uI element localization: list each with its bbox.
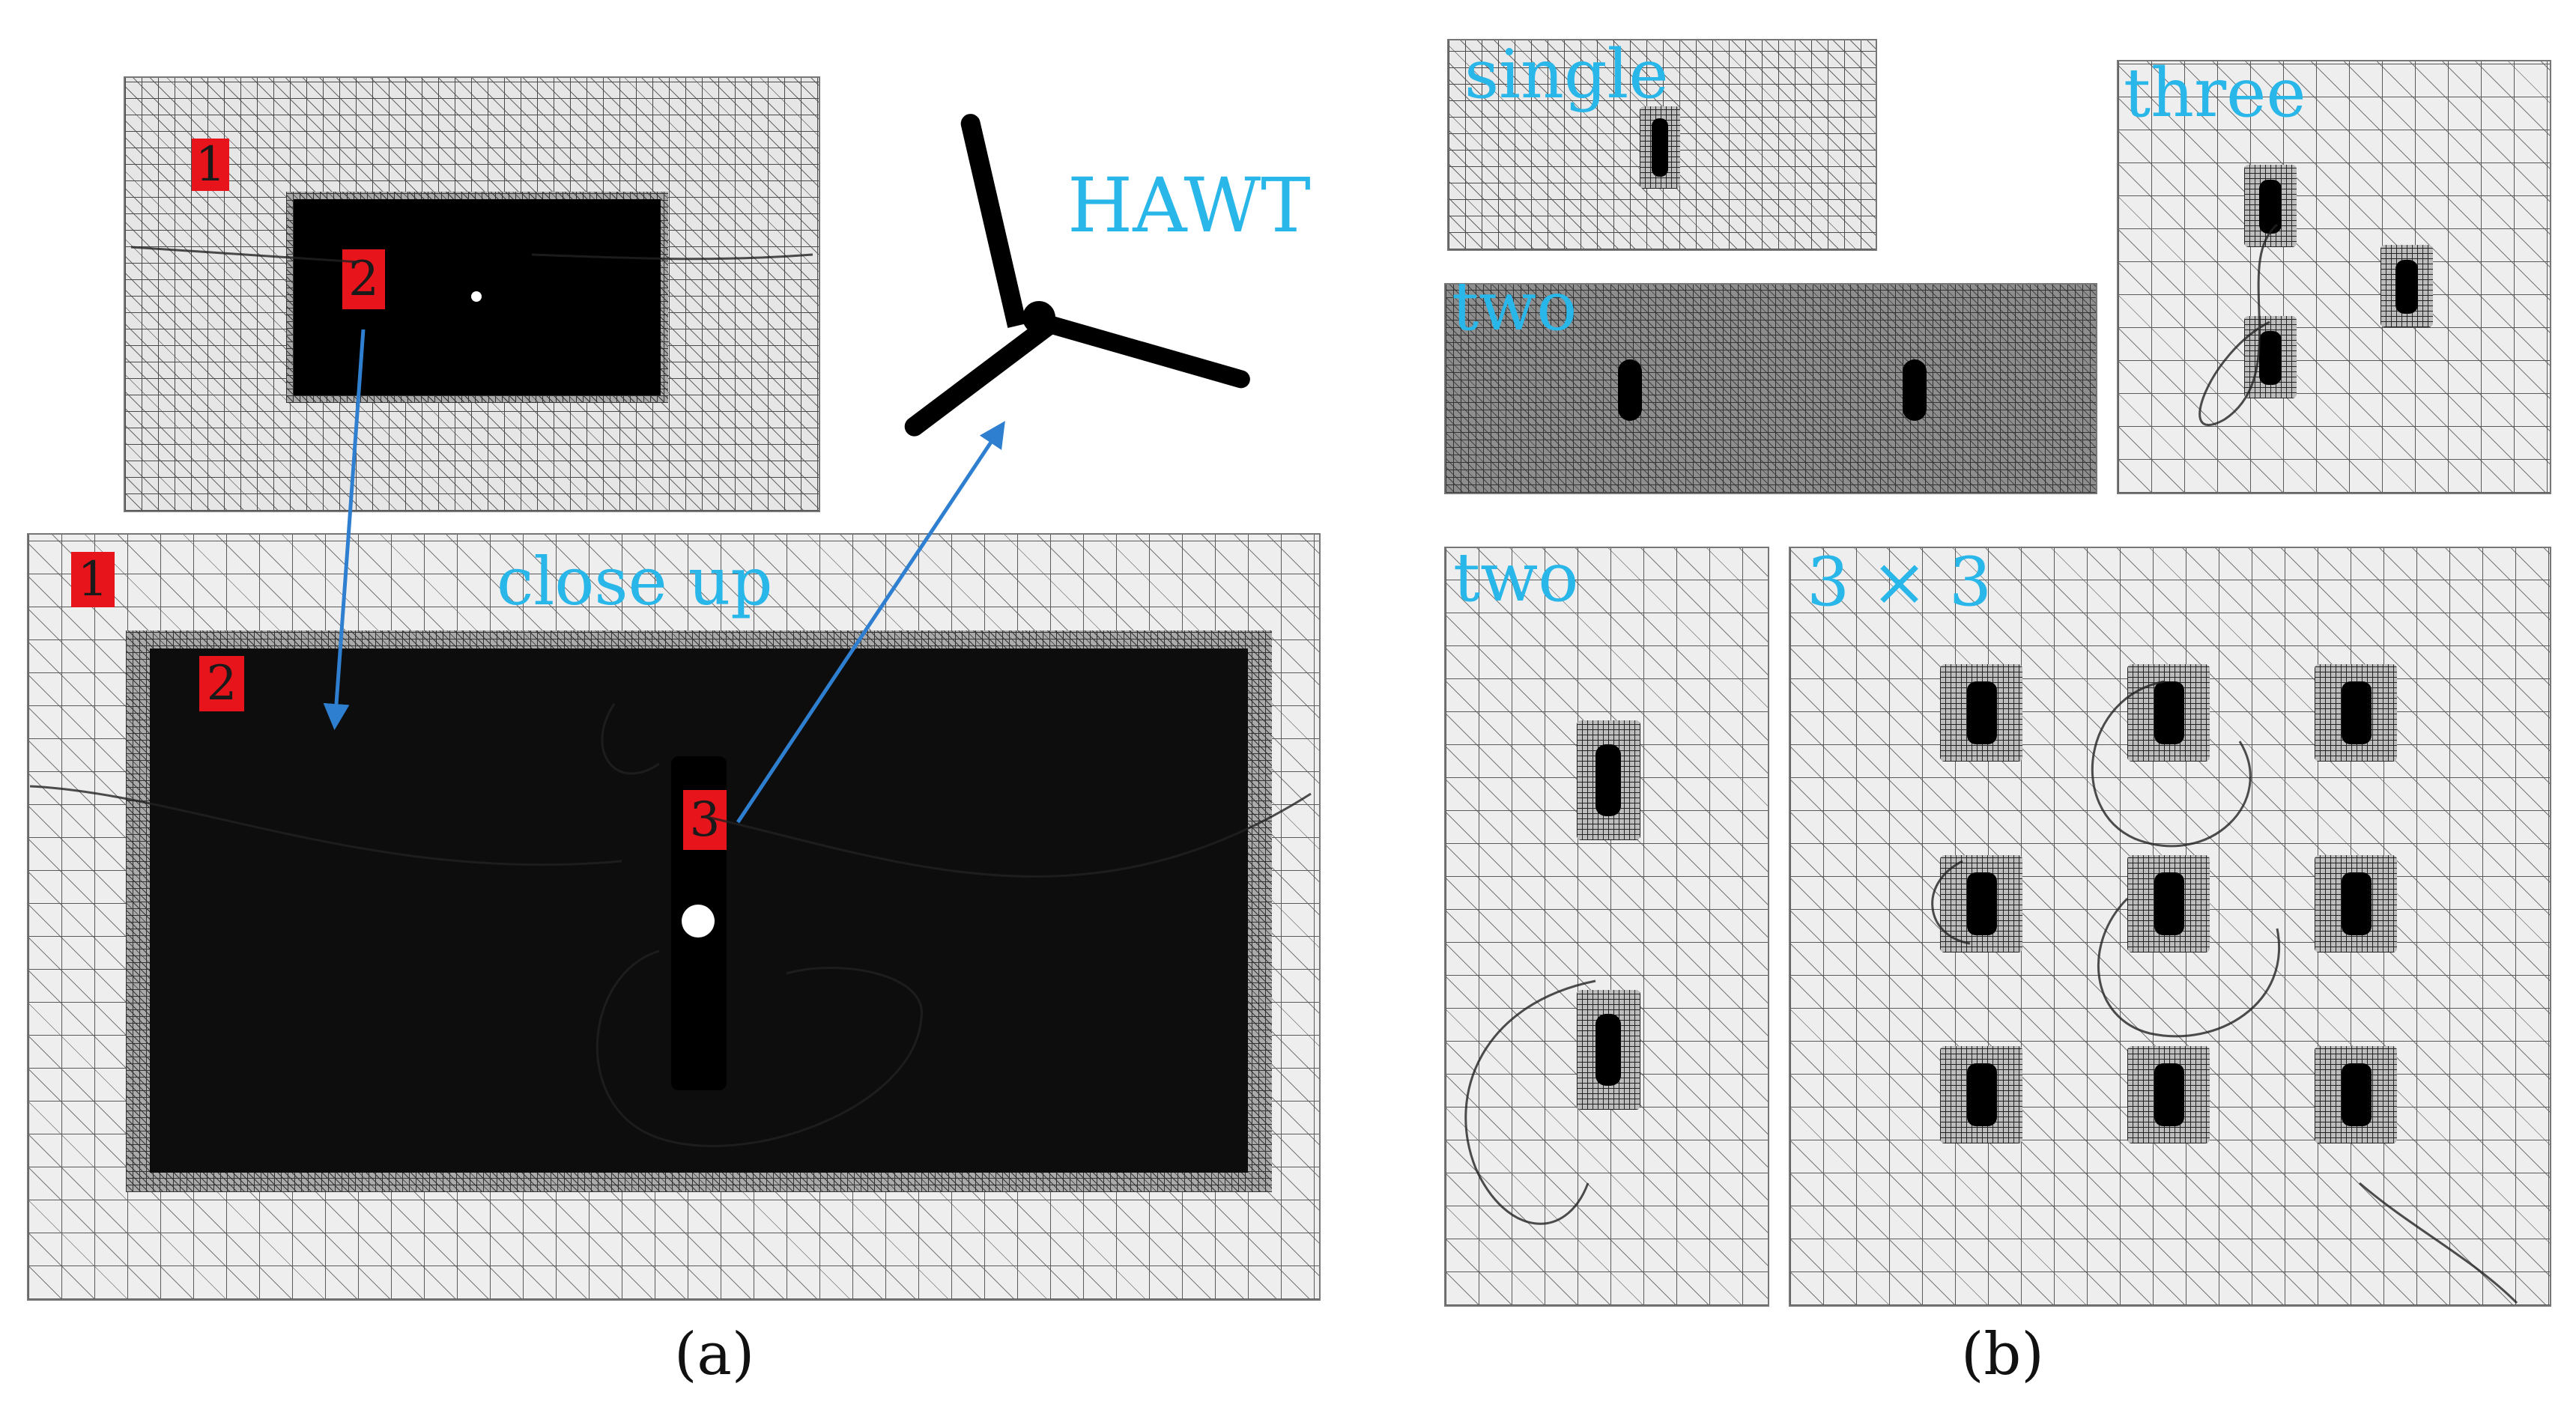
- three-turbine-2: [2259, 331, 2282, 385]
- turbine-hub: [1022, 301, 1055, 334]
- grid-turbine-r2c3: [2342, 872, 2372, 935]
- label-single: single: [1464, 35, 1669, 114]
- grid-turbine-r3c3: [2342, 1063, 2372, 1126]
- grid-turbine-r3c2: [2154, 1063, 2184, 1126]
- two-tall-turbine-2: [1595, 1014, 1621, 1086]
- three-turbine-3: [2395, 260, 2418, 314]
- top-mesh-zone2-tag: 2: [342, 249, 385, 309]
- mesh-3x3: [1789, 547, 2551, 1307]
- top-mesh-turbine-dot: [471, 291, 482, 302]
- close-up-label: close up: [497, 543, 773, 620]
- contour-3x3-4: [2359, 1182, 2518, 1304]
- grid-turbine-r3c1: [1967, 1063, 1997, 1126]
- two-tall-turbine-cluster-1: [1577, 720, 1640, 840]
- label-three: three: [2124, 54, 2306, 133]
- contour-3x3-1: [2091, 680, 2252, 848]
- caption-a: (a): [674, 1321, 755, 1388]
- mesh-two-tall: [1444, 547, 1769, 1307]
- grid-turbine-r2c2: [2154, 872, 2184, 935]
- mesh-three: [2117, 60, 2551, 494]
- two-wide-turbine-1: [1618, 359, 1642, 421]
- grid-turbine-r1c2: [2154, 681, 2184, 744]
- label-two-bottom: two: [1453, 538, 1579, 617]
- arrow-zone2-to-close-up: [323, 329, 366, 730]
- close-up-zone2-tag: 2: [199, 656, 244, 711]
- grid-turbine-cluster-r1c1: [1940, 664, 2022, 762]
- contour-top-mesh: [130, 246, 813, 264]
- caption-b: (b): [1961, 1321, 2044, 1388]
- two-wide-turbine-2: [1903, 359, 1927, 421]
- contour-3x3-3: [2097, 897, 2280, 1038]
- close-up-zone1-tag: 1: [71, 552, 115, 607]
- contour-close-up-3: [601, 703, 660, 775]
- hawt-label: HAWT: [1067, 162, 1311, 249]
- three-turbine-1: [2259, 180, 2282, 234]
- close-up-turbine-dot: [682, 905, 715, 938]
- mesh-single: [1447, 39, 1877, 251]
- label-two-top: two: [1452, 267, 1578, 346]
- grid-turbine-r2c1: [1967, 872, 1997, 935]
- two-tall-turbine-cluster-2: [1577, 990, 1640, 1110]
- contour-close-up-2: [595, 950, 923, 1147]
- grid-turbine-cluster-r3c1: [1940, 1046, 2022, 1143]
- single-turbine: [1652, 118, 1668, 177]
- contour-three: [2198, 223, 2278, 426]
- contour-3x3-2: [1931, 860, 1971, 945]
- grid-turbine-r1c3: [2342, 681, 2372, 744]
- grid-turbine-r1c1: [1967, 681, 1997, 744]
- top-mesh-zone1-tag: 1: [192, 139, 229, 191]
- mesh-two-wide: [1444, 283, 2097, 494]
- contour-close-up-1: [29, 785, 1312, 878]
- label-3x3: 3 × 3: [1807, 543, 1992, 622]
- contour-two-tall: [1464, 979, 1596, 1225]
- two-tall-turbine-1: [1595, 744, 1621, 816]
- arrow-zone3-to-hawt: [736, 421, 1005, 824]
